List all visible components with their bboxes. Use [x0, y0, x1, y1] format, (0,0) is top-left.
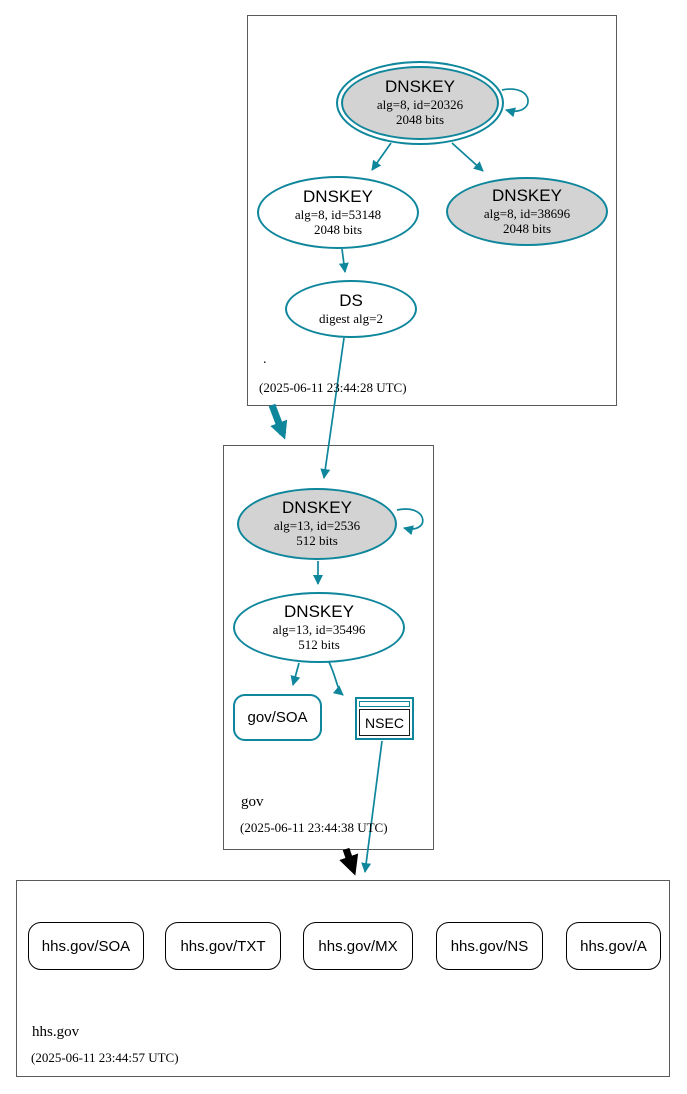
gov-ksk-dnskey-node[interactable]: DNSKEY alg=13, id=2536 512 bits — [237, 488, 397, 560]
root-ksk-dnskey-inner: DNSKEY alg=8, id=20326 2048 bits — [341, 66, 499, 140]
node-detail: 2048 bits — [395, 112, 445, 128]
node-detail: digest alg=2 — [318, 310, 384, 326]
zone-hhs-label: hhs.gov — [32, 1024, 80, 1040]
node-title: DS — [339, 290, 363, 310]
zone-root-label: . — [263, 352, 267, 367]
node-detail: 2048 bits — [313, 221, 363, 237]
node-title: DNSKEY — [282, 498, 352, 518]
rrset-label: gov/SOA — [247, 709, 308, 726]
node-detail: alg=8, id=38696 — [483, 205, 571, 221]
node-detail: 512 bits — [296, 533, 338, 549]
rrset-label: hhs.gov/A — [580, 937, 647, 955]
nsec-label: NSEC — [365, 714, 404, 731]
node-title: DNSKEY — [492, 185, 562, 205]
zone-gov-timestamp: (2025-06-11 23:44:38 UTC) — [240, 820, 388, 835]
edge-insecure-delegation-gov-hhs — [339, 847, 359, 876]
hhs-mx-rrset-node[interactable]: hhs.gov/MX — [303, 922, 413, 970]
rrset-label: hhs.gov/SOA — [41, 937, 131, 955]
gov-nsec-node[interactable]: NSEC — [355, 697, 414, 740]
root-dnskey-38696-node[interactable]: DNSKEY alg=8, id=38696 2048 bits — [446, 177, 608, 246]
zone-hhs-timestamp: (2025-06-11 23:44:57 UTC) — [31, 1050, 179, 1065]
node-detail: 2048 bits — [502, 220, 552, 236]
hhs-txt-rrset-node[interactable]: hhs.gov/TXT — [165, 922, 281, 970]
zone-gov-label: gov — [241, 794, 264, 810]
node-title: DNSKEY — [385, 77, 455, 97]
hhs-ns-rrset-node[interactable]: hhs.gov/NS — [436, 922, 543, 970]
gov-soa-rrset-node[interactable]: gov/SOA — [233, 694, 322, 741]
node-detail: alg=13, id=35496 — [272, 621, 366, 637]
rrset-label: hhs.gov/NS — [450, 937, 529, 955]
node-title: DNSKEY — [284, 601, 354, 621]
node-detail: alg=8, id=53148 — [294, 206, 382, 222]
node-detail: alg=8, id=20326 — [376, 97, 464, 113]
root-ds-node[interactable]: DS digest alg=2 — [285, 280, 417, 338]
rrset-label: hhs.gov/TXT — [180, 937, 266, 955]
gov-zsk-dnskey-node[interactable]: DNSKEY alg=13, id=35496 512 bits — [233, 592, 405, 663]
node-title: DNSKEY — [303, 186, 373, 206]
edge-secure-delegation-root-gov — [268, 403, 288, 440]
hhs-soa-rrset-node[interactable]: hhs.gov/SOA — [28, 922, 144, 970]
nsec-label-cell: NSEC — [359, 709, 410, 736]
zone-hhs-cluster — [16, 880, 670, 1077]
root-ksk-dnskey-node[interactable]: DNSKEY alg=8, id=20326 2048 bits — [336, 61, 504, 145]
node-detail: 512 bits — [298, 636, 340, 652]
nsec-top-strip — [359, 701, 410, 707]
root-zsk-dnskey-node[interactable]: DNSKEY alg=8, id=53148 2048 bits — [257, 176, 419, 249]
hhs-a-rrset-node[interactable]: hhs.gov/A — [566, 922, 661, 970]
rrset-label: hhs.gov/MX — [318, 937, 398, 955]
zone-root-timestamp: (2025-06-11 23:44:28 UTC) — [259, 380, 407, 395]
node-detail: alg=13, id=2536 — [273, 518, 361, 534]
